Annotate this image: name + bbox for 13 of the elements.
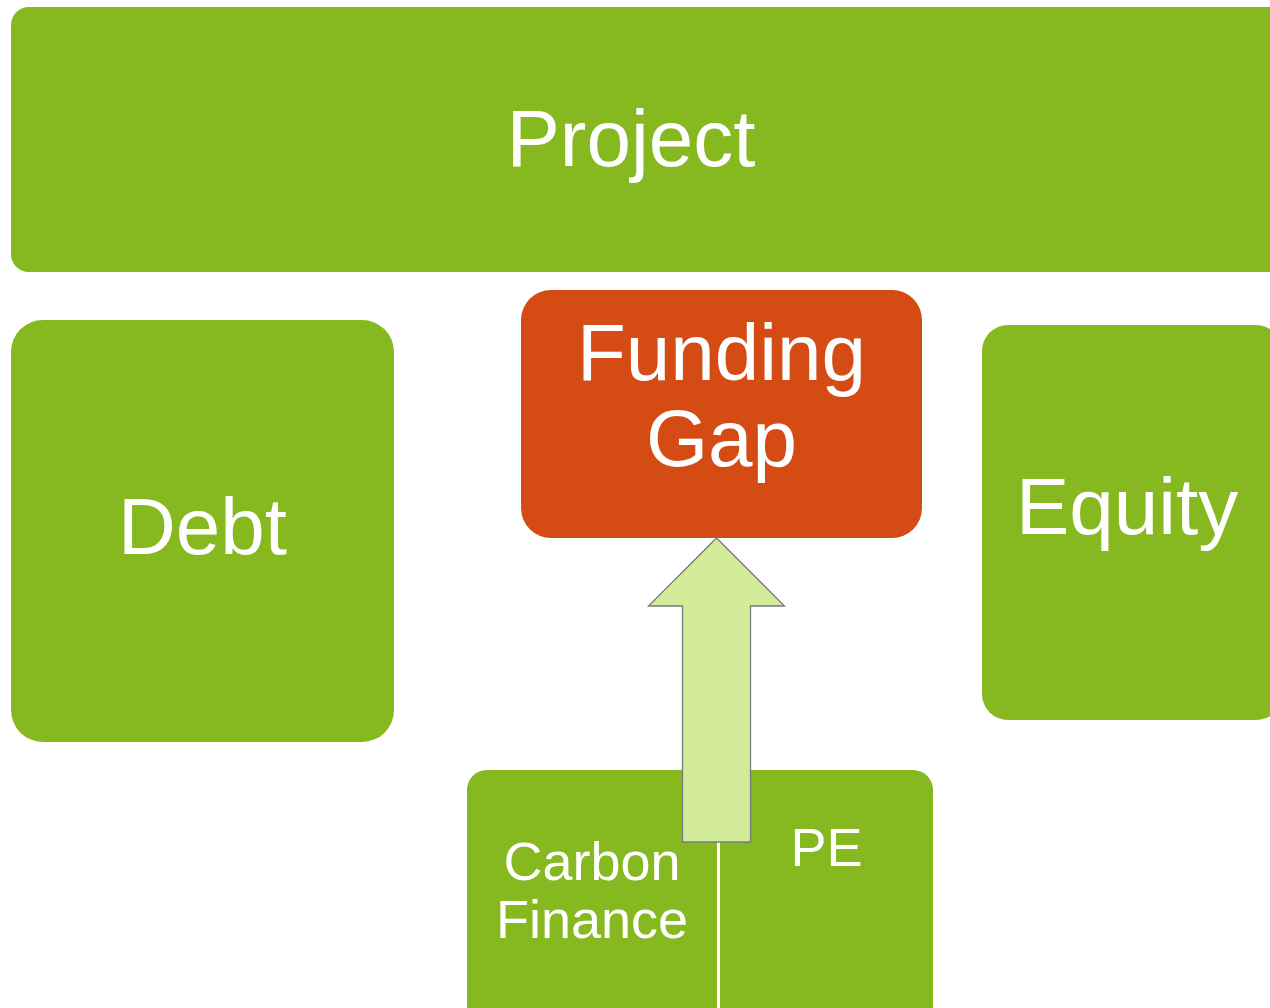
node-label: Equity (1016, 464, 1239, 551)
node-label: Debt (118, 483, 287, 571)
equity-box (982, 325, 1270, 720)
funding-gap-box (521, 290, 922, 538)
block-arrow (646, 537, 787, 843)
node-label: PE (790, 818, 863, 877)
node-label: Carbon Finance (494, 832, 690, 949)
carbon-finance-box (467, 770, 717, 1008)
node-label: Funding Gap (575, 309, 868, 483)
project-box (11, 7, 1270, 272)
node-label: Project (506, 96, 756, 183)
debt-box (11, 320, 394, 742)
pe-box (720, 770, 933, 1008)
